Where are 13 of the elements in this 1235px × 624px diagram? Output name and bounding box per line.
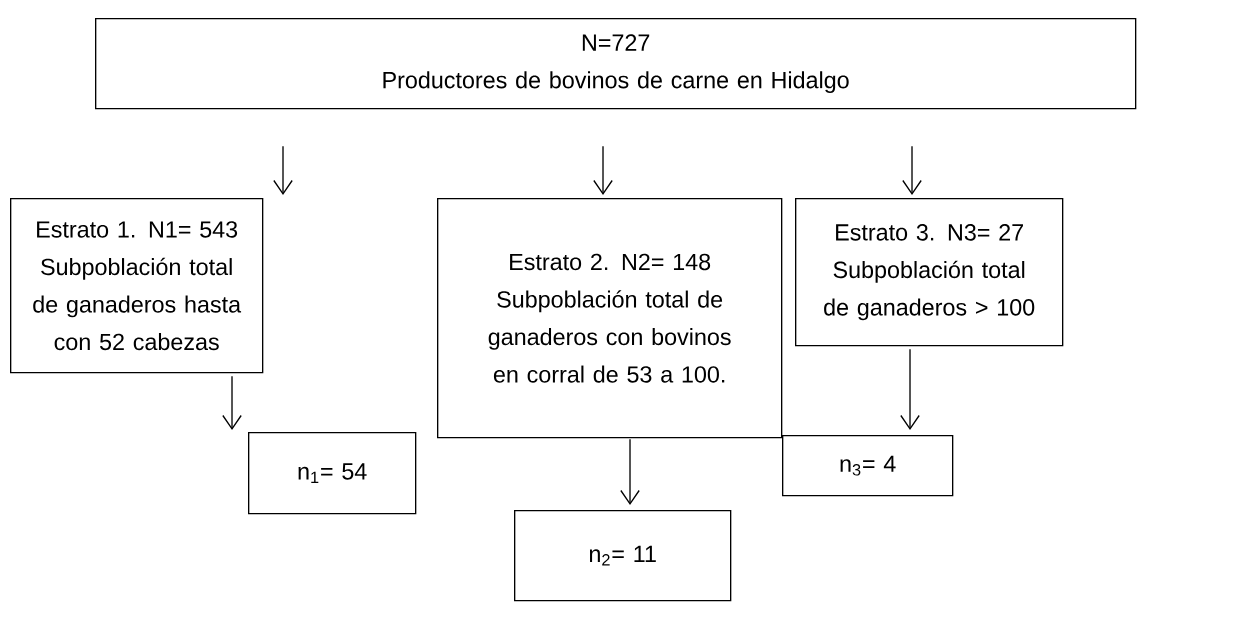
population-box: N=727 Productores de bovinos de carne en Hidalgo	[95, 18, 1137, 110]
sample-box: n$_{1}$= 54	[248, 432, 417, 515]
sample-box: n$_{2}$= 11	[514, 510, 732, 602]
sample-box: n$_{3}$= 4	[782, 435, 954, 497]
stratum-box: Estrato 2. N2= 148 Subpoblación total de ganaderos con bovinos en corral de 53 a 100.	[437, 198, 783, 439]
arrow	[222, 375, 242, 430]
arrow	[593, 145, 613, 195]
arrow	[900, 348, 920, 430]
arrow	[620, 438, 640, 505]
stratum-box: Estrato 3. N3= 27 Subpoblación total de ganaderos > 100	[795, 198, 1064, 347]
stratum-box: Estrato 1. N1= 543 Subpoblación total de ganaderos hasta con 52 cabezas	[10, 198, 264, 374]
arrow	[273, 145, 293, 195]
arrow	[902, 145, 922, 195]
